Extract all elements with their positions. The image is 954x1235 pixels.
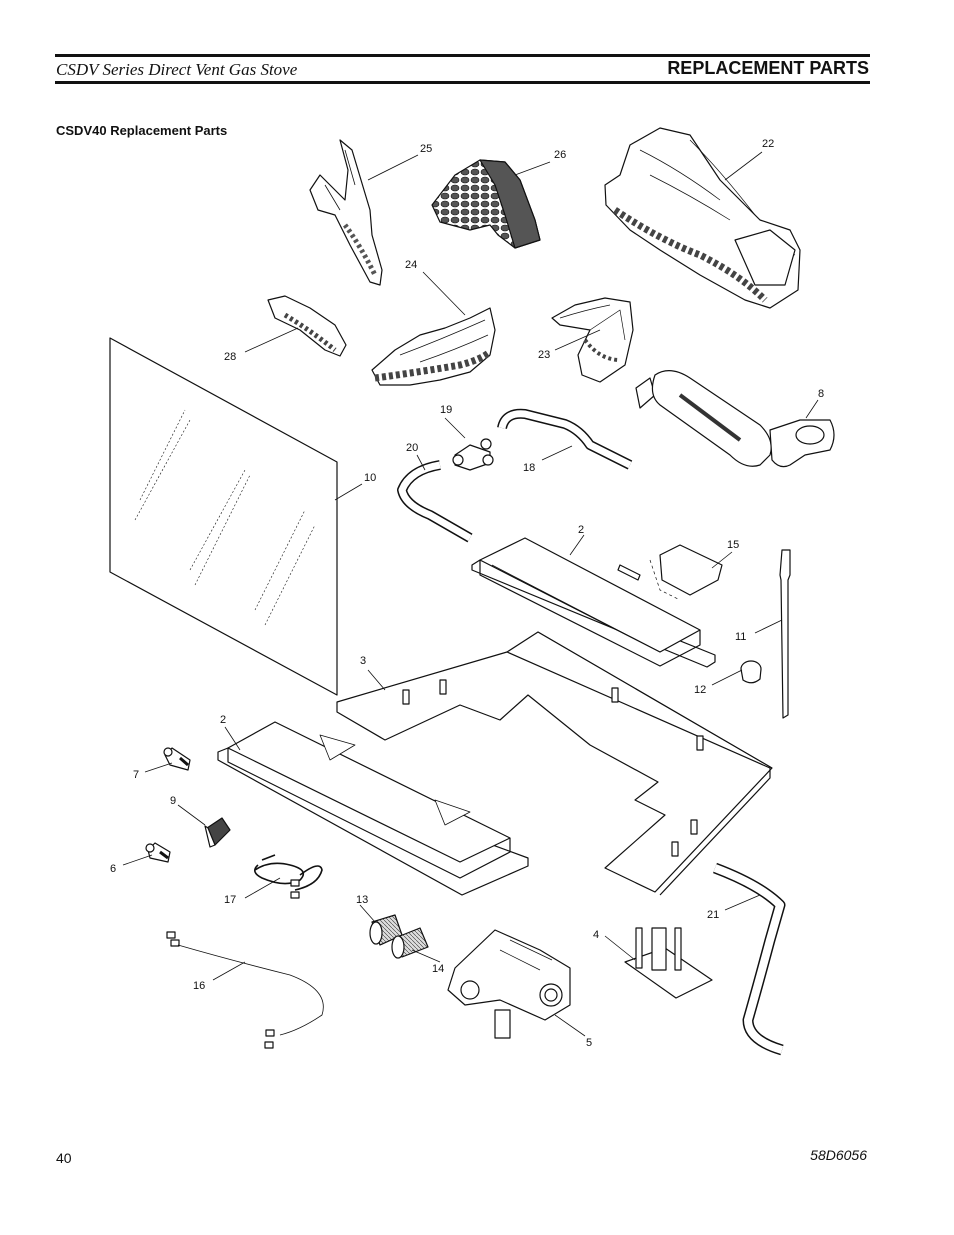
switch-9 — [204, 817, 231, 848]
lighter-rod-11 — [779, 549, 791, 719]
burner-2-lower — [217, 721, 529, 896]
callout-26: 26 — [554, 149, 566, 161]
header-rule-bottom — [55, 81, 870, 84]
document-title: CSDV Series Direct Vent Gas Stove — [56, 60, 298, 79]
knob-14 — [391, 927, 429, 959]
callout-8: 8 — [818, 388, 824, 400]
wire-16 — [166, 931, 324, 1049]
gas-tube-18 — [497, 408, 633, 470]
callout-24: 24 — [405, 259, 417, 271]
callout-20: 20 — [406, 442, 418, 454]
callout-28: 28 — [224, 351, 236, 363]
callout-11: 11 — [735, 631, 746, 643]
tee-fitting-19 — [452, 438, 494, 471]
knob-12 — [740, 660, 762, 684]
log-22-rear — [604, 127, 801, 309]
callout-6: 6 — [110, 863, 116, 875]
callout-9: 9 — [170, 795, 176, 807]
vent-elbow-8 — [635, 370, 835, 468]
callout-13: 13 — [356, 894, 368, 906]
header-rule-top — [55, 54, 870, 57]
pilot-assembly-4 — [624, 927, 713, 999]
callout-18: 18 — [523, 462, 535, 474]
callout-10: 10 — [364, 472, 376, 484]
callout-3: 3 — [360, 655, 366, 667]
callout-15: 15 — [727, 539, 739, 551]
diagram-subtitle: CSDV40 Replacement Parts — [56, 123, 228, 138]
callout-25: 25 — [420, 143, 432, 155]
log-24 — [371, 307, 496, 386]
fitting-7 — [163, 747, 191, 771]
log-23 — [551, 297, 634, 383]
wire-harness-17 — [254, 854, 323, 899]
callout-leaders — [122, 151, 819, 1037]
callout-4: 4 — [593, 929, 599, 941]
burner-2-upper — [471, 537, 716, 668]
callout-14: 14 — [432, 963, 444, 975]
callout-2-upper: 2 — [578, 524, 584, 536]
callout-17: 17 — [224, 894, 236, 906]
callout-2-lower: 2 — [220, 714, 226, 726]
gas-tube-20 — [397, 460, 473, 543]
document-number: 58D6056 — [810, 1147, 867, 1163]
callout-5: 5 — [586, 1037, 592, 1049]
callout-21: 21 — [707, 909, 719, 921]
callout-7: 7 — [133, 769, 139, 781]
log-26 — [431, 159, 541, 249]
gas-tube-21 — [713, 862, 786, 1056]
gas-valve-5 — [447, 929, 571, 1039]
callout-labels: 25 26 22 24 28 23 8 19 20 18 10 2 15 11 … — [110, 138, 824, 1049]
callout-22: 22 — [762, 138, 774, 150]
glass-panel-10 — [109, 337, 338, 696]
log-25-branch — [309, 139, 383, 286]
section-title: REPLACEMENT PARTS — [667, 58, 869, 78]
callout-23: 23 — [538, 349, 550, 361]
log-28 — [267, 295, 347, 357]
callout-19: 19 — [440, 404, 452, 416]
fitting-6 — [145, 842, 171, 863]
callout-16: 16 — [193, 980, 205, 992]
page-number: 40 — [56, 1150, 72, 1166]
bracket-15 — [617, 544, 723, 601]
burner-tray-3 — [336, 631, 773, 896]
callout-12: 12 — [694, 684, 706, 696]
